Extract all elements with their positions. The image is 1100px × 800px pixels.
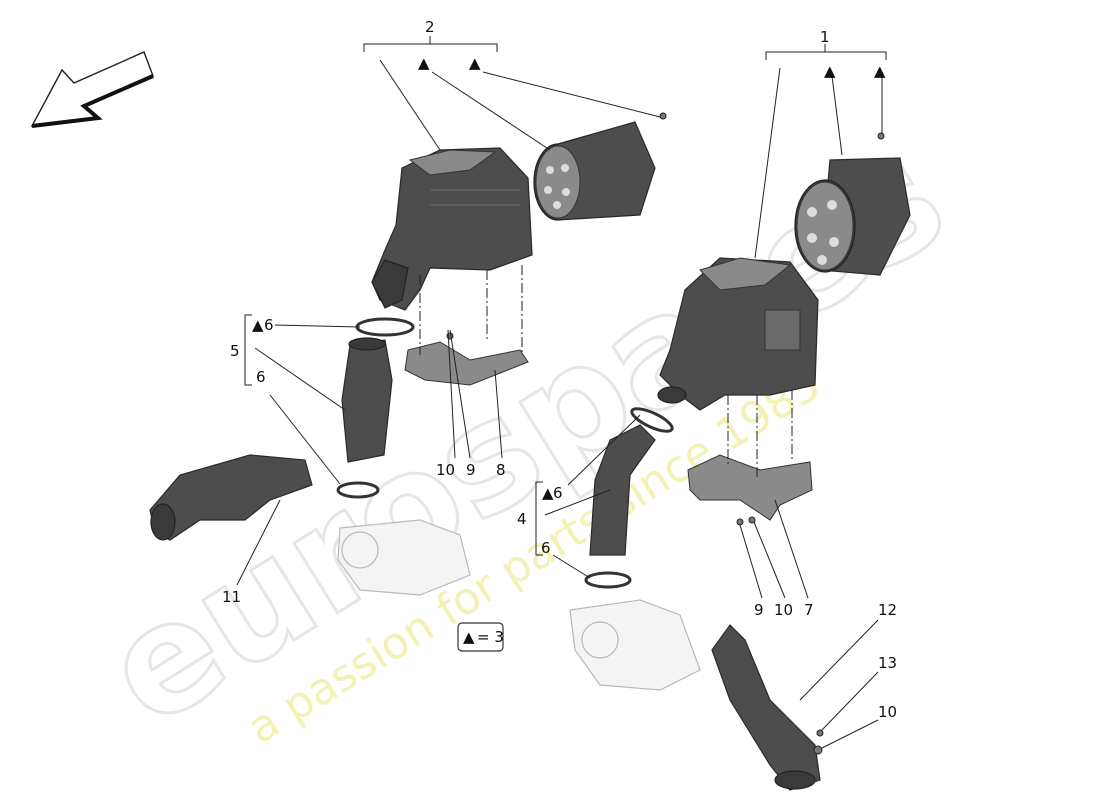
direction-arrow-icon [30, 51, 154, 128]
callout-6-upper-right: 6 [553, 484, 563, 502]
callout-9-left: 9 [466, 461, 476, 479]
bracket-left [404, 341, 529, 386]
turbocharger-left-ghost [337, 519, 471, 596]
group-brace-2 [363, 36, 498, 52]
legend-triangle-icon: ▲ [463, 628, 475, 646]
assembly-guide-lines [419, 265, 793, 480]
turbocharger-right-ghost [569, 599, 701, 691]
bolt-icon [446, 112, 885, 755]
callout-10-left: 10 [436, 461, 455, 479]
callout-10-bottom: 10 [878, 703, 897, 721]
triangle-marker-icon: ▲ [874, 62, 886, 80]
hose-clamp-left-upper [355, 317, 415, 337]
air-filter-housing-left [371, 147, 533, 311]
group-brace-1 [765, 44, 887, 60]
air-filter-housing-right [657, 257, 819, 411]
callout-10-right: 10 [774, 601, 793, 619]
legend-text: = 3 [477, 628, 504, 646]
callout-1: 1 [820, 28, 830, 46]
intake-duct-right [711, 624, 821, 791]
triangle-marker-icon: ▲ [469, 54, 481, 72]
callout-2: 2 [425, 18, 435, 36]
intake-hose-left [341, 337, 393, 463]
intake-duct-left [149, 454, 313, 541]
callout-4: 4 [517, 510, 527, 528]
callout-9-right: 9 [754, 601, 764, 619]
callout-8: 8 [496, 461, 506, 479]
legend-box: ▲ = 3 [457, 622, 504, 652]
triangle-marker-icon: ▲ [418, 54, 430, 72]
triangle-marker-icon: ▲ [252, 316, 264, 334]
group-brace-4 [535, 481, 543, 556]
callout-11: 11 [222, 588, 241, 606]
hose-clamp-right-lower [584, 571, 632, 589]
triangle-markers: ▲ ▲ ▲ ▲ ▲ ▲ [252, 54, 886, 502]
hose-clamp-left-lower [336, 481, 380, 499]
callout-5: 5 [230, 342, 240, 360]
callout-13: 13 [878, 654, 897, 672]
callout-12: 12 [878, 601, 897, 619]
bracket-right [687, 454, 813, 521]
callout-6-upper-left: 6 [264, 316, 274, 334]
leader-lines [236, 59, 883, 749]
callout-labels: 2 1 6 5 6 10 9 8 11 6 4 6 9 10 7 12 13 1… [222, 18, 897, 721]
group-brace-5 [244, 314, 252, 386]
air-filter-element-right [794, 157, 911, 276]
triangle-marker-icon: ▲ [542, 484, 554, 502]
triangle-marker-icon: ▲ [824, 62, 836, 80]
callout-7: 7 [804, 601, 814, 619]
air-filter-element-left [533, 121, 656, 221]
callout-6-lower-left: 6 [256, 368, 266, 386]
intake-hose-right [589, 424, 656, 556]
hose-clamp-right-upper [630, 407, 674, 433]
callout-6-lower-right: 6 [541, 539, 551, 557]
